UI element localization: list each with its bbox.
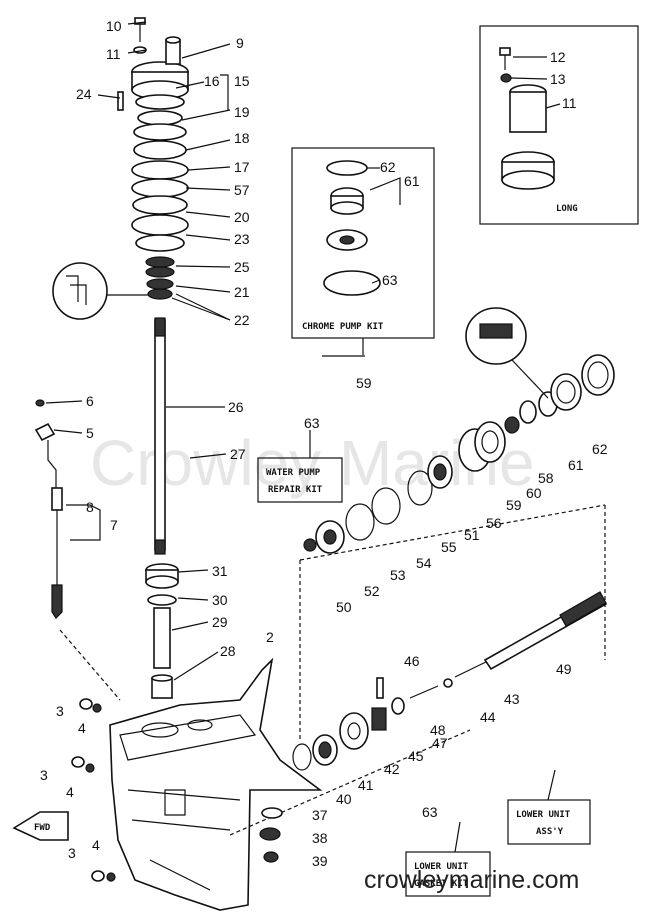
svg-text:19: 19 <box>234 104 250 120</box>
svg-text:4: 4 <box>66 784 74 800</box>
svg-text:18: 18 <box>234 130 250 146</box>
svg-text:FWD: FWD <box>34 823 51 833</box>
svg-text:8: 8 <box>86 499 94 515</box>
lower-unit-housing <box>109 657 323 911</box>
svg-text:31: 31 <box>212 563 228 579</box>
svg-text:56: 56 <box>486 515 502 531</box>
svg-text:10: 10 <box>106 18 122 34</box>
callout-leaders <box>45 21 561 681</box>
svg-text:13: 13 <box>550 71 566 87</box>
svg-text:30: 30 <box>212 592 228 608</box>
svg-text:63: 63 <box>422 804 438 820</box>
detail-inset <box>52 262 148 320</box>
svg-text:24: 24 <box>76 86 92 102</box>
svg-text:46: 46 <box>404 653 420 669</box>
svg-text:42: 42 <box>384 761 400 777</box>
svg-text:51: 51 <box>464 527 480 543</box>
svg-text:CHROME PUMP KIT: CHROME PUMP KIT <box>302 322 384 332</box>
svg-text:52: 52 <box>364 583 380 599</box>
svg-text:3: 3 <box>56 703 64 719</box>
svg-text:38: 38 <box>312 830 328 846</box>
svg-text:22: 22 <box>234 312 250 328</box>
svg-text:4: 4 <box>78 720 86 736</box>
svg-text:12: 12 <box>550 49 566 65</box>
svg-text:28: 28 <box>220 643 236 659</box>
sleeve-and-bushing <box>151 607 173 699</box>
svg-text:50: 50 <box>336 599 352 615</box>
svg-text:REPAIR KIT: REPAIR KIT <box>268 485 323 495</box>
svg-text:3: 3 <box>68 845 76 861</box>
svg-text:48: 48 <box>430 722 446 738</box>
svg-text:WATER PUMP: WATER PUMP <box>266 468 321 478</box>
svg-text:57: 57 <box>234 182 250 198</box>
svg-text:47: 47 <box>432 735 448 751</box>
drive-shaft <box>154 317 166 555</box>
pump-housing-stack <box>117 17 189 300</box>
svg-text:62: 62 <box>592 441 608 457</box>
svg-text:54: 54 <box>416 555 432 571</box>
svg-text:62: 62 <box>380 159 396 175</box>
svg-text:49: 49 <box>556 661 572 677</box>
svg-text:43: 43 <box>504 691 520 707</box>
svg-text:LOWER UNIT: LOWER UNIT <box>516 810 571 820</box>
svg-text:53: 53 <box>390 567 406 583</box>
svg-text:63: 63 <box>304 415 320 431</box>
svg-text:9: 9 <box>236 35 244 51</box>
svg-text:4: 4 <box>92 837 100 853</box>
seal-detail-inset <box>465 307 549 399</box>
svg-text:26: 26 <box>228 399 244 415</box>
long-housing-box: LONG <box>479 25 639 225</box>
svg-text:45: 45 <box>408 748 424 764</box>
svg-text:39: 39 <box>312 853 328 869</box>
svg-text:16: 16 <box>204 73 220 89</box>
lower-unit-gasket-kit-label: LOWER UNIT GASKET KIT <box>405 821 491 897</box>
svg-text:23: 23 <box>234 231 250 247</box>
lower-unit-assy-label: LOWER UNIT ASS'Y <box>507 769 591 845</box>
water-pump-repair-kit-label: WATER PUMP REPAIR KIT <box>257 430 343 503</box>
propeller-shaft-group <box>292 591 608 771</box>
bearing-housing-group <box>303 354 615 554</box>
svg-text:21: 21 <box>234 284 250 300</box>
bearing-assembly <box>145 563 179 606</box>
svg-text:11: 11 <box>106 46 121 62</box>
svg-text:60: 60 <box>526 485 542 501</box>
svg-text:17: 17 <box>234 159 250 175</box>
svg-text:15: 15 <box>234 73 250 89</box>
svg-text:LOWER UNIT: LOWER UNIT <box>414 862 469 872</box>
drain-plugs <box>259 807 283 863</box>
svg-text:2: 2 <box>266 629 274 645</box>
site-url: crowleymarine.com <box>364 866 579 894</box>
callout-numbers: 10 11 9 16 15 24 19 18 17 57 20 23 25 21… <box>40 18 608 869</box>
chrome-pump-kit-box: CHROME PUMP KIT <box>291 147 435 355</box>
svg-text:61: 61 <box>568 457 584 473</box>
svg-text:44: 44 <box>480 709 496 725</box>
svg-text:29: 29 <box>212 614 228 630</box>
svg-text:37: 37 <box>312 807 328 823</box>
svg-text:GASKET KIT: GASKET KIT <box>414 879 469 889</box>
svg-text:25: 25 <box>234 259 250 275</box>
svg-text:3: 3 <box>40 767 48 783</box>
svg-text:40: 40 <box>336 791 352 807</box>
svg-text:59: 59 <box>356 375 372 391</box>
svg-text:11: 11 <box>562 95 577 111</box>
svg-text:27: 27 <box>230 446 246 462</box>
fwd-arrow: FWD <box>12 811 69 841</box>
svg-text:63: 63 <box>382 272 398 288</box>
svg-text:41: 41 <box>358 777 374 793</box>
svg-text:7: 7 <box>110 517 118 533</box>
svg-text:6: 6 <box>86 393 94 409</box>
housing-bolts <box>71 698 116 882</box>
svg-text:59: 59 <box>506 497 522 513</box>
svg-text:58: 58 <box>538 470 554 486</box>
svg-text:LONG: LONG <box>556 204 578 214</box>
svg-text:61: 61 <box>404 173 420 189</box>
svg-text:ASS'Y: ASS'Y <box>536 827 564 837</box>
svg-text:5: 5 <box>86 425 94 441</box>
svg-text:55: 55 <box>441 539 457 555</box>
svg-text:20: 20 <box>234 209 250 225</box>
shift-rod-assembly <box>34 399 63 619</box>
